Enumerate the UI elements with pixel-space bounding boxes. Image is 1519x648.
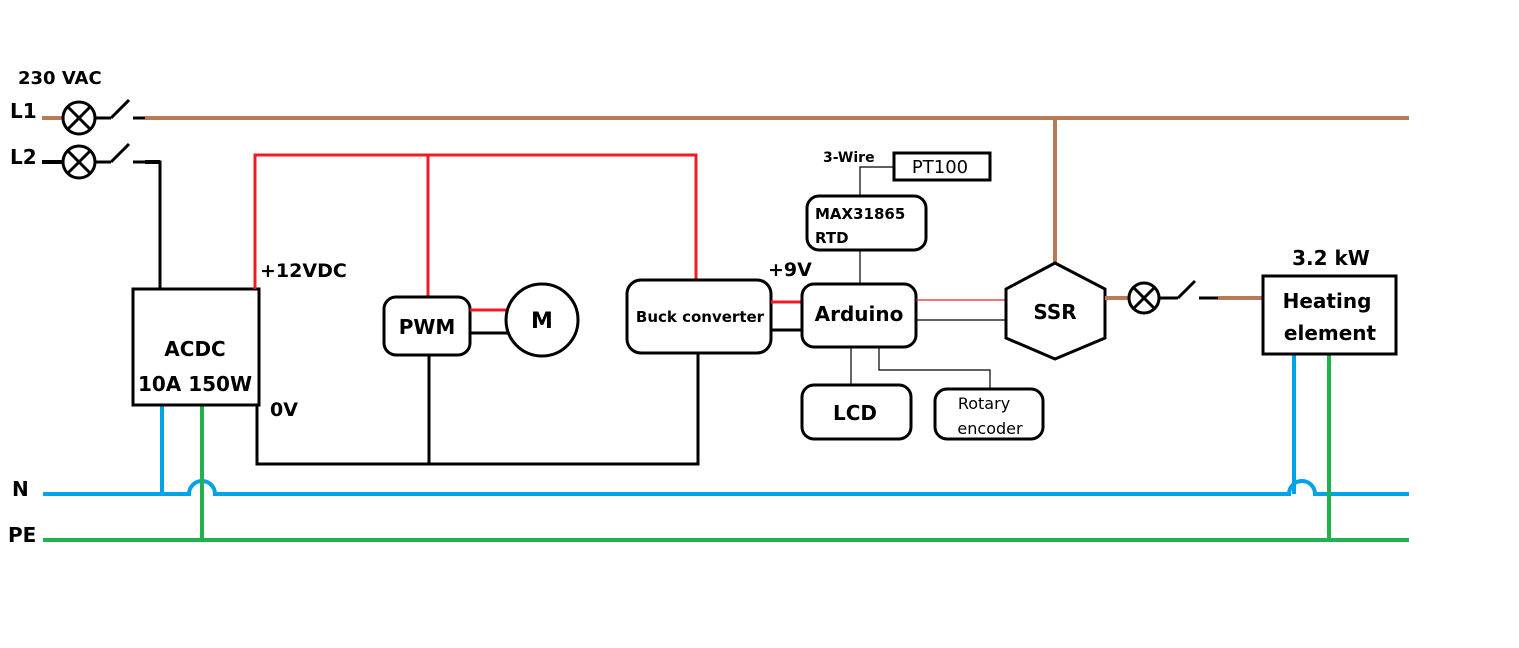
ssr-label: SSR [1033, 300, 1076, 324]
acdc-rating-label: 10A 150W [138, 372, 252, 396]
line-label-pe: PE [8, 523, 36, 547]
heating-label: Heating [1283, 289, 1372, 313]
l1-line [42, 98, 1409, 136]
dc-positive-label: +12VDC [260, 260, 347, 282]
ssr-relay: SSR [1004, 261, 1107, 361]
lcd-display: LCD [800, 383, 913, 441]
buck-converter-label: Buck converter [636, 308, 765, 326]
three-wire-label: 3-Wire [823, 150, 875, 166]
acdc-label: ACDC [164, 337, 225, 361]
rotary-encoder: Rotary encoder [933, 387, 1045, 441]
l1-switch-icon [95, 98, 145, 120]
rtd-label: RTD [815, 229, 849, 247]
supply-voltage-label: 230 VAC [18, 68, 102, 89]
pwm-controller: PWM [382, 295, 472, 357]
l2-switch-icon [95, 142, 162, 290]
motor: M [504, 282, 580, 358]
motor-label: M [531, 309, 553, 334]
arduino: Arduino [800, 282, 918, 349]
heater-indicator-lamp-icon [1127, 281, 1161, 315]
arduino-label: Arduino [815, 302, 904, 326]
heater-power-label: 3.2 kW [1292, 246, 1370, 270]
pt100-label: PT100 [912, 157, 968, 178]
pt100-sensor: PT100 [892, 151, 992, 182]
l2-line [42, 142, 162, 290]
line-label-n: N [12, 477, 29, 501]
l2-indicator-lamp-icon [61, 144, 97, 180]
buck-converter: Buck converter [625, 278, 773, 355]
pwm-label: PWM [399, 315, 456, 339]
line-label-l1: L1 [10, 99, 37, 123]
dc-0v-bus [255, 353, 700, 466]
max31865-module: MAX31865 RTD [805, 194, 928, 252]
dc-zero-label: 0V [270, 399, 298, 421]
rotary-label: Rotary [958, 394, 1010, 413]
l1-indicator-lamp-icon [61, 100, 97, 136]
buck-output-label: +9V [768, 259, 812, 281]
heating-element: Heating element [1261, 274, 1398, 356]
heater-switch-icon [1159, 279, 1218, 300]
dc-12v-bus [253, 153, 698, 297]
neutral-line [43, 479, 1409, 496]
element-label: element [1284, 321, 1377, 345]
lcd-label: LCD [833, 401, 877, 425]
encoder-label: encoder [957, 419, 1023, 438]
line-label-l2: L2 [10, 145, 37, 169]
acdc-power-supply: ACDC 10A 150W [131, 287, 261, 540]
max31865-label: MAX31865 [815, 205, 905, 223]
